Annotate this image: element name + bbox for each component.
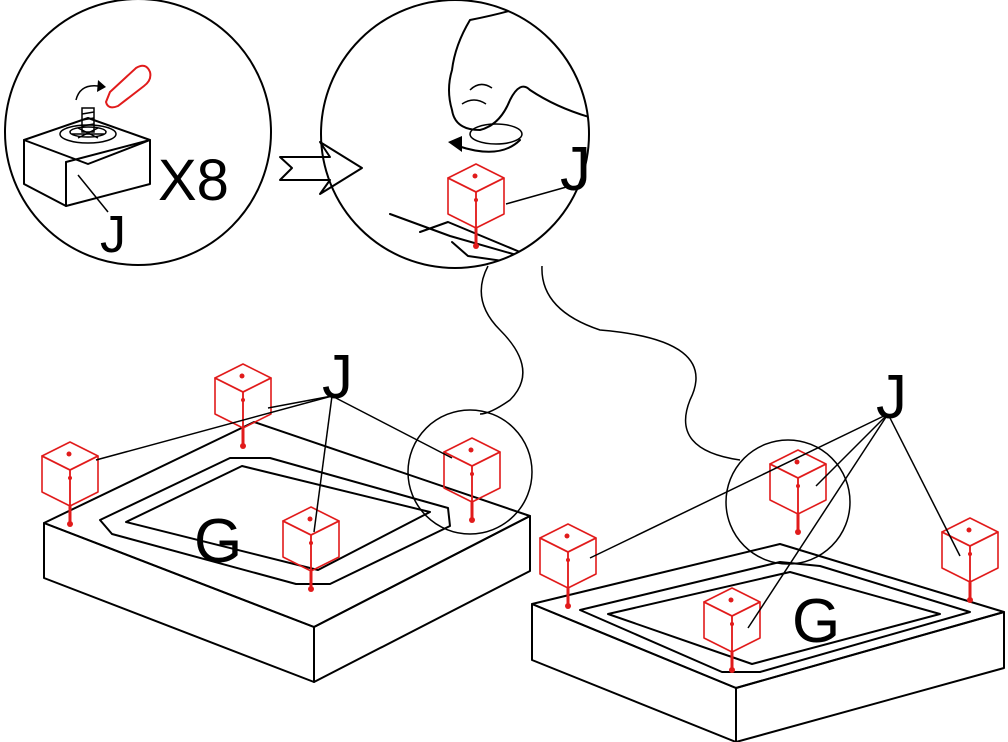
shower-tray-right: G J bbox=[531, 363, 1005, 742]
tray-label-g-left: G bbox=[194, 507, 242, 576]
screw-cap-icon bbox=[59, 64, 152, 144]
tray-label-j-left: J bbox=[322, 343, 353, 412]
shower-tray-left: G J bbox=[40, 343, 533, 683]
detail-label-j-2: J bbox=[560, 135, 591, 204]
detail-circle-install-foot: J bbox=[320, 0, 591, 269]
multiplier-label: X8 bbox=[158, 148, 229, 213]
tray-label-j-right: J bbox=[876, 363, 907, 432]
rotate-arrow-icon bbox=[75, 80, 106, 101]
arrow-right-outline-icon bbox=[279, 141, 363, 195]
detail-circle-leveling-foot: X8 J bbox=[4, 0, 272, 266]
detail-label-j: J bbox=[100, 206, 126, 264]
tray-label-g-right: G bbox=[792, 587, 840, 656]
